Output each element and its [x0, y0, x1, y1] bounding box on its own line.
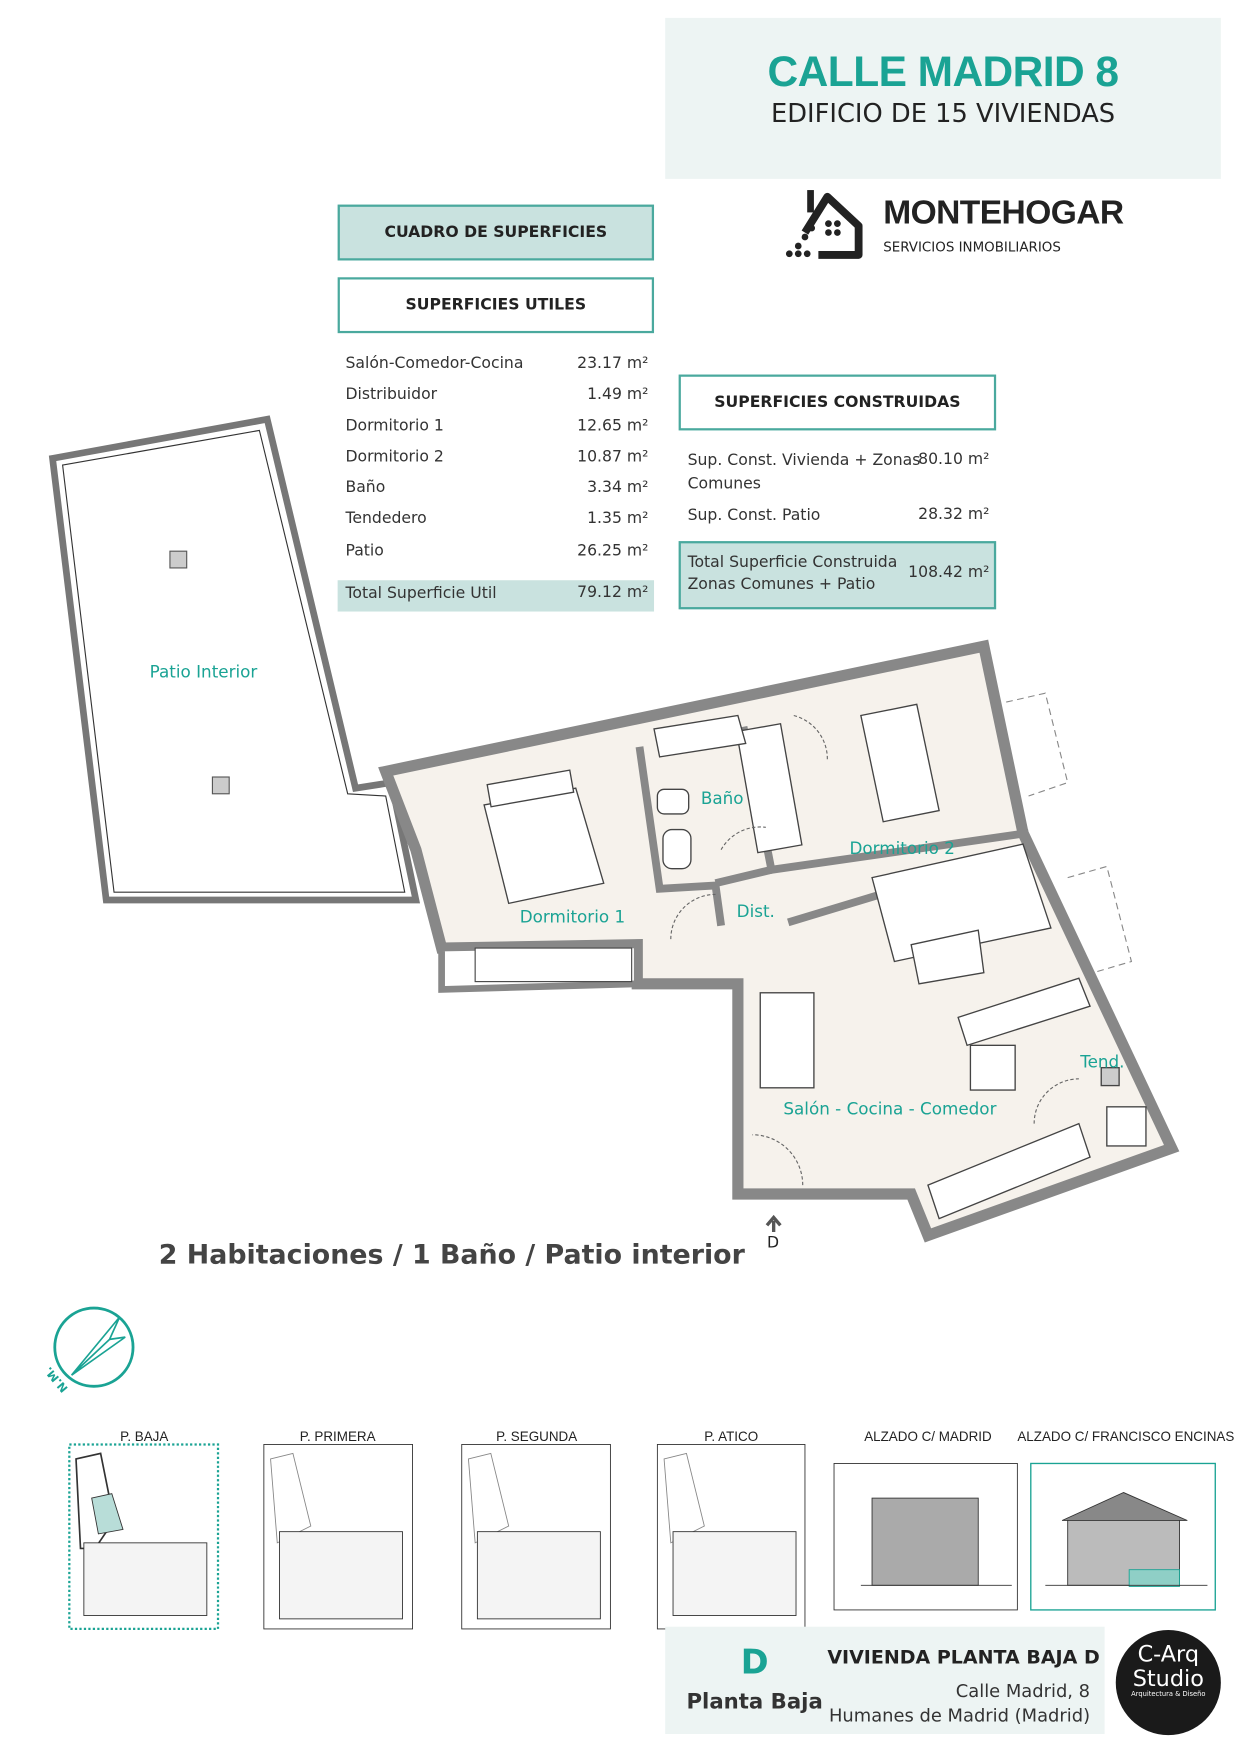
utiles-label: Dormitorio 2 — [345, 448, 444, 467]
room-label-salon: Salón - Cocina - Comedor — [783, 1098, 997, 1120]
toilet — [656, 788, 690, 815]
footer-panel — [665, 1626, 1105, 1735]
title-panel — [665, 17, 1221, 179]
unit-summary: 2 Habitaciones / 1 Baño / Patio interior — [158, 1238, 745, 1271]
construidas-value: 80.10 m² — [918, 450, 990, 469]
utiles-value: 1.49 m² — [587, 385, 649, 404]
utiles-value: 26.25 m² — [577, 542, 649, 561]
studio-logo-badge — [1115, 1630, 1221, 1736]
washing-machine — [1106, 1106, 1147, 1147]
address-line-2: Humanes de Madrid (Madrid) — [828, 1704, 1091, 1727]
kitchen-counter — [927, 1122, 1091, 1220]
patio-outline — [48, 415, 421, 904]
thumbnail-label: P. SEGUNDA — [496, 1428, 578, 1445]
studio-logo-tagline: Arquitectura & Diseño — [1131, 1690, 1206, 1699]
montehogar-logo: MONTEHOGAR SERVICIOS INMOBILIARIOS — [783, 188, 1124, 262]
thumbnail-label: ALZADO C/ FRANCISCO ENCINAS — [1017, 1428, 1235, 1445]
construidas-total-label-cont: Zonas Comunes + Patio — [687, 575, 876, 594]
utiles-total-value: 79.12 m² — [577, 583, 649, 602]
cuadro-superficies-header: CUADRO DE SUPERFICIES — [337, 204, 655, 261]
room-label-bano: Baño — [700, 788, 744, 809]
room-label-dormitorio-1: Dormitorio 1 — [519, 906, 626, 927]
dining-table — [759, 992, 815, 1089]
construidas-total-value: 108.42 m² — [908, 563, 990, 582]
superficies-construidas-header: SUPERFICIES CONSTRUIDAS — [678, 374, 997, 431]
utiles-total-row — [337, 580, 655, 612]
sofa — [871, 843, 1052, 963]
room-label-distribuidor: Dist. — [736, 901, 775, 922]
studio-logo: C-Arq Studio Arquitectura & Diseño — [1116, 1641, 1221, 1698]
project-title: CALLE MADRID 8 — [767, 49, 1119, 97]
kitchen-counter — [957, 977, 1091, 1047]
thumbnail-label: ALZADO C/ MADRID — [864, 1428, 992, 1445]
construidas-label-cont: Comunes — [687, 475, 761, 494]
thumbnail-label: P. PRIMERA — [299, 1428, 376, 1445]
utiles-label: Baño — [345, 478, 386, 497]
patio-drain-icon — [169, 550, 188, 569]
utiles-label: Tendedero — [345, 509, 427, 528]
room-label-dormitorio-2: Dormitorio 2 — [849, 838, 955, 859]
unit-title: VIVIENDA PLANTA BAJA D — [827, 1646, 1100, 1670]
patio-drain-icon — [211, 776, 230, 795]
utiles-value: 23.17 m² — [577, 354, 649, 373]
room-label-patio: Patio Interior — [149, 661, 258, 682]
project-subtitle: EDIFICIO DE 15 VIVIENDAS — [770, 99, 1116, 129]
studio-logo-line2: Studio — [1132, 1664, 1204, 1692]
utiles-value: 10.87 m² — [577, 448, 649, 467]
cooktop — [969, 1044, 1016, 1091]
construidas-total-label: Total Superficie Construida — [687, 553, 898, 572]
logo-tagline: SERVICIOS INMOBILIARIOS — [883, 239, 1061, 255]
bed-dormitorio-2 — [860, 703, 940, 823]
floor-name: Planta Baja — [686, 1689, 823, 1714]
utiles-label: Patio — [345, 542, 384, 561]
studio-logo-line1: C-Arq — [1137, 1640, 1200, 1667]
address-line-1: Calle Madrid, 8 — [955, 1680, 1091, 1702]
unit-letter: D — [740, 1643, 769, 1683]
construidas-label: Sup. Const. Vivienda + Zonas — [687, 451, 921, 470]
utiles-value: 1.35 m² — [587, 509, 649, 528]
utiles-label: Dormitorio 1 — [345, 417, 444, 435]
construidas-label: Sup. Const. Patio — [687, 506, 821, 525]
room-label-tendedero: Tend. — [1080, 1052, 1125, 1073]
entrance-label: D — [766, 1234, 780, 1253]
construidas-value: 28.32 m² — [918, 505, 990, 524]
logo-name-hogar: HOGAR — [1001, 194, 1125, 232]
utiles-total-label: Total Superficie Util — [345, 584, 497, 603]
logo-wordmark: MONTEHOGAR — [883, 194, 1125, 233]
wardrobe — [735, 722, 803, 854]
tend-drain-icon — [1100, 1067, 1120, 1087]
thumbnail-label: P. BAJA — [120, 1428, 169, 1445]
logo-name-monte: MONTE — [883, 194, 1002, 232]
sink — [662, 828, 692, 870]
utiles-label: Salón-Comedor-Cocina — [345, 354, 524, 373]
entrance-arrow-icon — [765, 1214, 782, 1233]
coffee-table — [910, 929, 985, 985]
utiles-value: 3.34 m² — [587, 478, 649, 497]
house-logo-icon — [785, 190, 863, 259]
utiles-value: 12.65 m² — [577, 417, 649, 435]
superficies-utiles-header: SUPERFICIES UTILES — [337, 277, 655, 334]
thumbnail-drawings — [68, 1443, 1216, 1631]
thumbnail-label: P. ATICO — [704, 1428, 759, 1445]
construidas-total-box — [678, 541, 997, 610]
utiles-label: Distribuidor — [345, 385, 438, 404]
shower — [653, 714, 747, 758]
north-compass-icon — [53, 1306, 135, 1388]
